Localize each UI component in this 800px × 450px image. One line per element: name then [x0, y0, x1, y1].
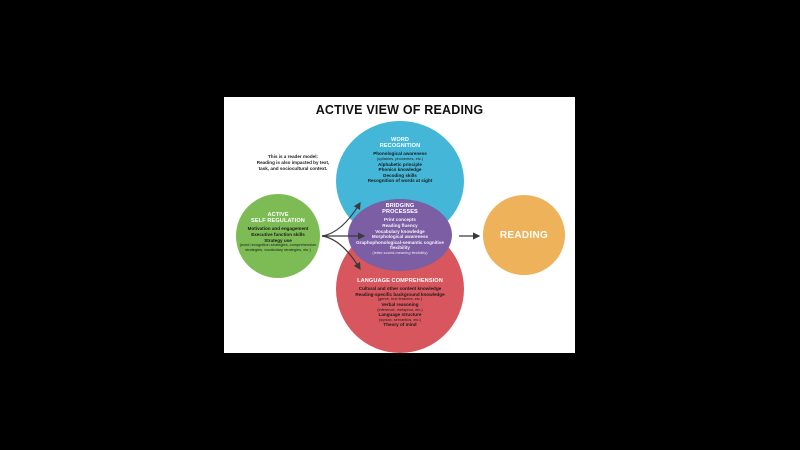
arrow-to-language-comprehension [321, 235, 361, 271]
bridging-processes-heading: BRIDGING PROCESSES [352, 203, 448, 215]
heading-line: ACTIVE [267, 212, 289, 218]
list-item-detail: (letter-sound-meaning flexibility) [372, 249, 428, 255]
language-comprehension-block: LANGUAGE COMPREHENSION Cultural and othe… [342, 278, 458, 328]
list-item: Language structure [378, 312, 422, 318]
bridging-processes-circle [348, 199, 452, 271]
list-item: Phonological awareness [373, 151, 427, 157]
context-note-line: This is a reader model: [267, 154, 319, 159]
list-item: Morphological awareness [371, 234, 429, 240]
context-note-line: Reading is also impacted by text, [256, 160, 330, 165]
list-item-detail: (syllables, phonemes, etc.) [376, 156, 424, 161]
heading-line: PROCESSES [382, 209, 418, 216]
word-recognition-block: WORD RECOGNITION Phonological awareness … [348, 137, 452, 184]
heading-line: BRIDGING [385, 203, 415, 209]
diagram-svg [236, 121, 565, 353]
heading-line: RECOGNITION [379, 143, 421, 150]
list-item: Cultural and other content knowledge [358, 286, 442, 292]
list-item: Reading fluency [382, 223, 418, 228]
bridging-processes-block: BRIDGING PROCESSES Print concepts Readin… [352, 203, 448, 256]
list-item: Vocabulary knowledge [375, 228, 425, 234]
list-item: Verbal reasoning [381, 301, 419, 307]
list-item: Alphabetic principle [378, 161, 422, 167]
list-item-detail: (syntax, semantics, etc.) [379, 316, 421, 322]
context-note-line: task, and sociocultural context. [258, 166, 328, 171]
language-comprehension-heading: LANGUAGE COMPREHENSION [342, 278, 458, 284]
context-note: This is a reader model: Reading is also … [248, 154, 338, 172]
active-self-regulation-heading: ACTIVE SELF REGULATION [238, 212, 318, 224]
list-item: Phonics knowledge [378, 167, 422, 173]
list-item: Recognition of words at sight [367, 178, 433, 184]
list-item-detail: (inference, metaphor, etc.) [377, 306, 423, 312]
list-item: Print concepts [384, 217, 416, 223]
diagram-panel: ACTIVE VIEW OF READING This is a reader … [224, 97, 575, 353]
heading-line: WORD [390, 137, 410, 143]
diagram-title: ACTIVE VIEW OF READING [315, 103, 484, 117]
word-recognition-heading: WORD RECOGNITION [348, 137, 452, 149]
heading-line: LANGUAGE COMPREHENSION [357, 278, 443, 284]
arrow-to-word-recognition [321, 201, 361, 237]
reading-label: READING [499, 230, 549, 241]
list-item: Theory of mind [383, 322, 417, 328]
list-item: Graphophonological-semantic cognitive fl… [356, 239, 444, 251]
heading-line: SELF REGULATION [251, 218, 305, 225]
list-item-detail: (word recognition strategies, comprehens… [239, 242, 317, 252]
list-item-detail: (genre, text features, etc.) [377, 296, 423, 302]
list-item: Motivation and engagement [247, 226, 309, 232]
list-item: Strategy use [264, 237, 292, 243]
reading-circle [483, 195, 565, 275]
active-self-regulation-block: ACTIVE SELF REGULATION Motivation and en… [238, 212, 318, 252]
active-self-regulation-circle [236, 194, 320, 278]
list-item: Reading-specific background knowledge [355, 291, 445, 297]
list-item: Executive function skills [251, 232, 305, 237]
list-item: Decoding skills [383, 172, 417, 178]
